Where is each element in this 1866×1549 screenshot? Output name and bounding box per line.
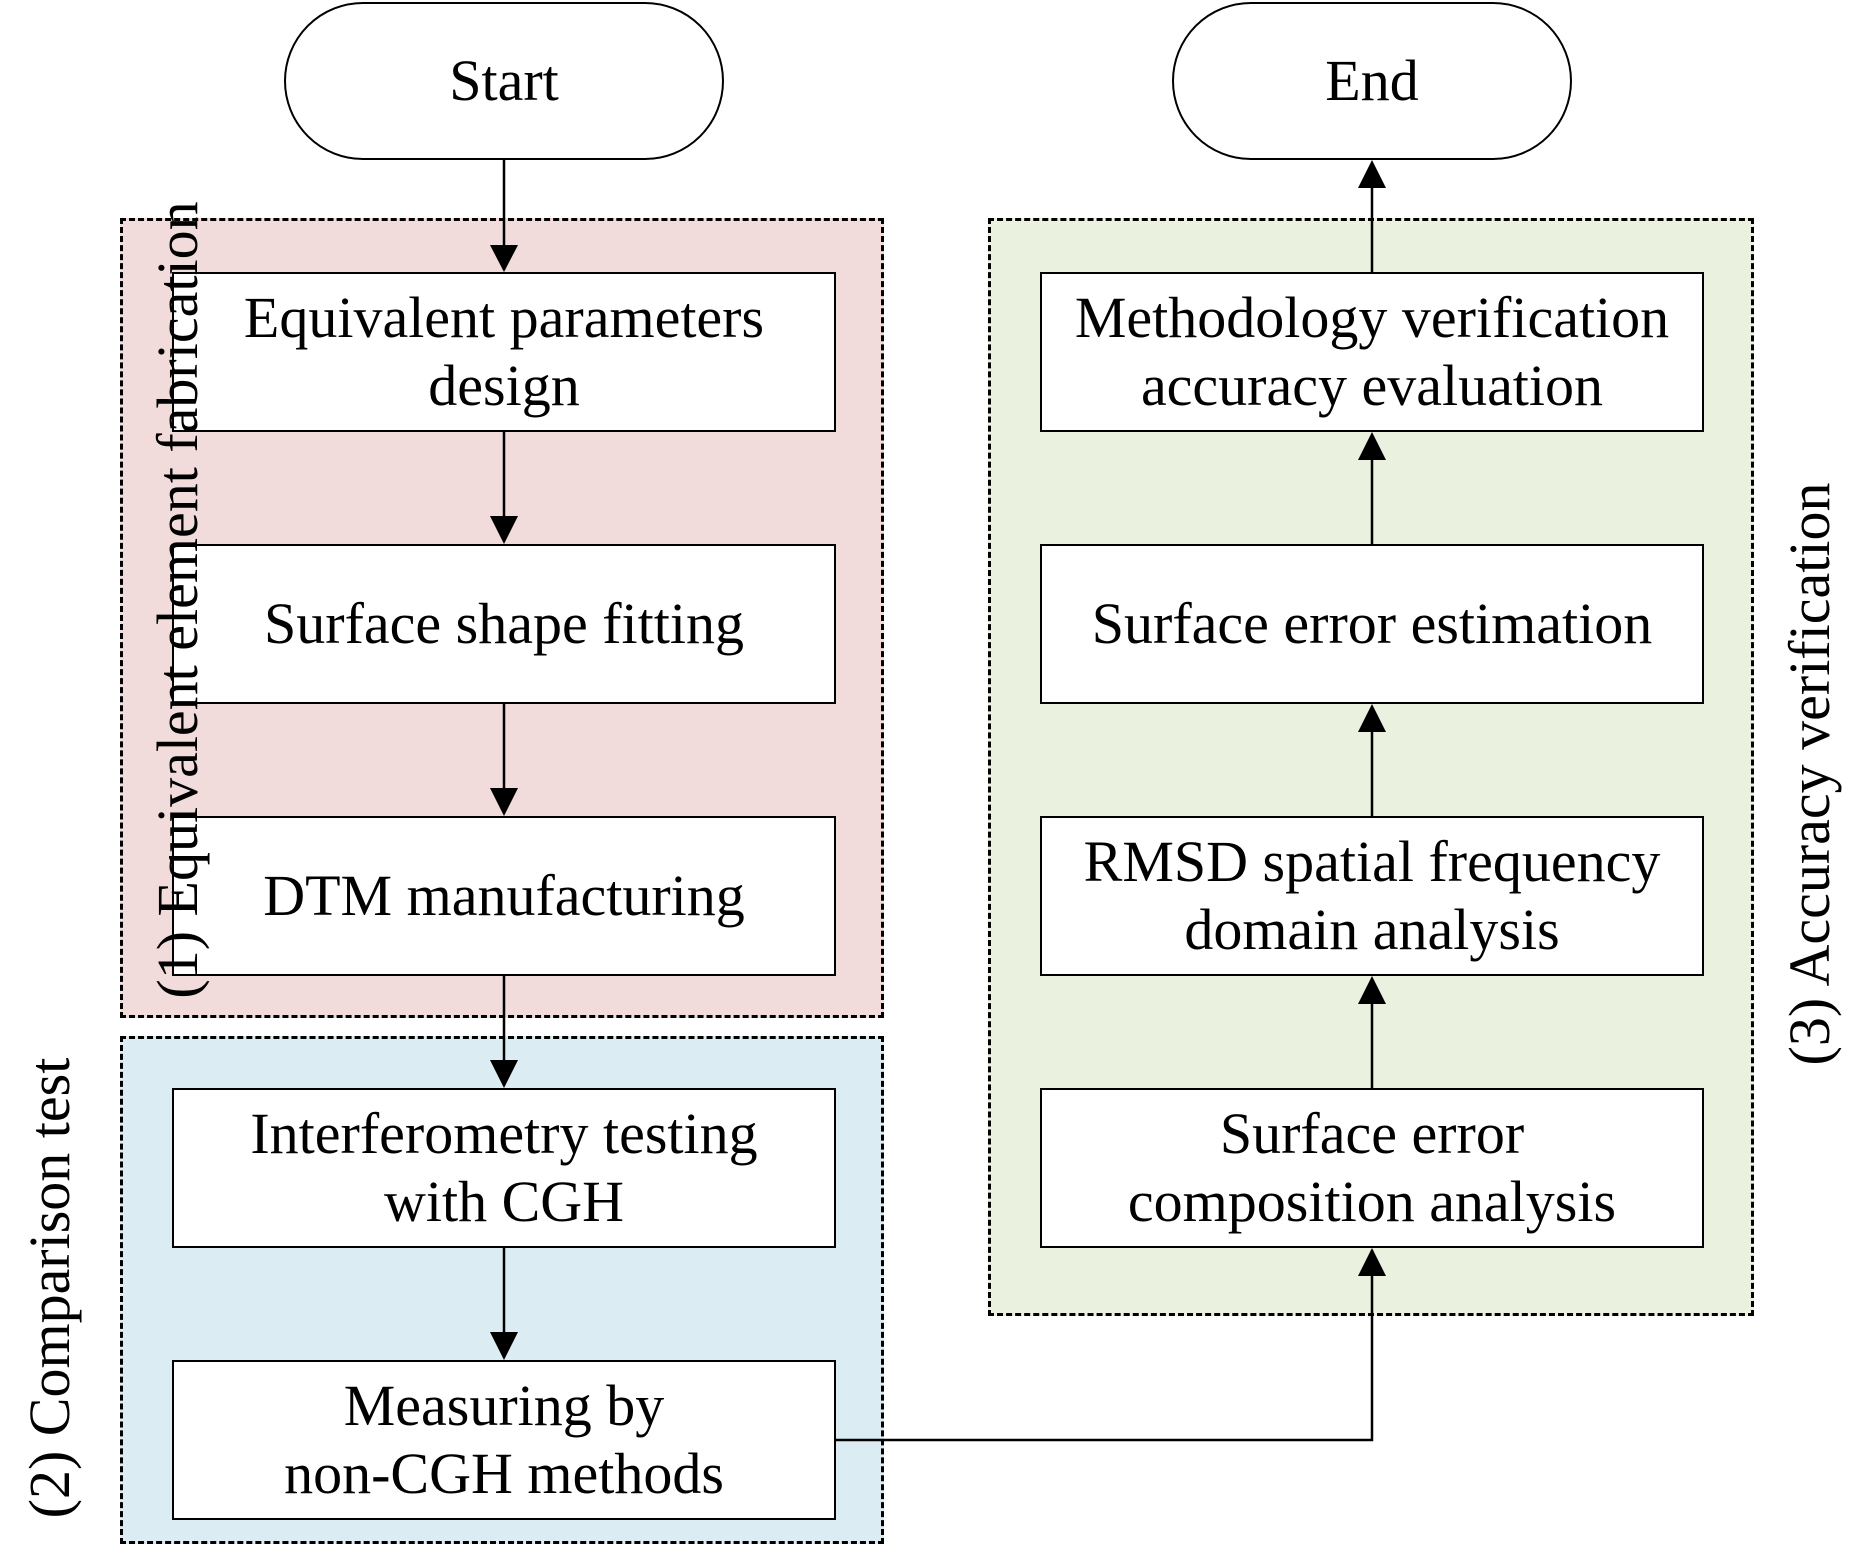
start-terminal: Start [284, 2, 724, 160]
arrow-measuring-to-composition [836, 1250, 1374, 1442]
arrowhead-verification-to-end [1358, 160, 1386, 188]
step-interferometry-testing: Interferometry testing with CGH [172, 1088, 836, 1248]
step-surface-error-composition: Surface error composition analysis [1040, 1088, 1704, 1248]
arrowhead-interferometry-to-measuring [490, 1332, 518, 1360]
arrowhead-estimation-to-verification [1358, 432, 1386, 460]
step-methodology-verification: Methodology verification accuracy evalua… [1040, 272, 1704, 432]
step-surface-shape-fitting: Surface shape fitting [172, 544, 836, 704]
step-measuring-non-cgh: Measuring by non-CGH methods [172, 1360, 836, 1520]
comparison-group-label: (2) Comparison test [17, 1057, 82, 1519]
arrowhead-start-to-design [490, 245, 518, 272]
step-dtm-manufacturing: DTM manufacturing [172, 816, 836, 976]
arrowhead-dtm-to-interferometry [490, 1060, 518, 1088]
arrowhead-measuring-to-composition [1358, 1248, 1386, 1276]
verification-group-label: (3) Accuracy verification [1777, 482, 1842, 1066]
arrowhead-design-to-fitting [490, 516, 518, 544]
step-surface-error-estimation: Surface error estimation [1040, 544, 1704, 704]
arrowhead-rmsd-to-estimation [1358, 704, 1386, 732]
end-terminal: End [1172, 2, 1572, 160]
fabrication-group-label: (1) Equivalent element fabrication [145, 201, 210, 999]
step-rmsd-spatial-frequency: RMSD spatial frequency domain analysis [1040, 816, 1704, 976]
arrowhead-composition-to-rmsd [1358, 976, 1386, 1004]
arrowhead-fitting-to-dtm [490, 788, 518, 816]
step-equivalent-parameters-design: Equivalent parameters design [172, 272, 836, 432]
